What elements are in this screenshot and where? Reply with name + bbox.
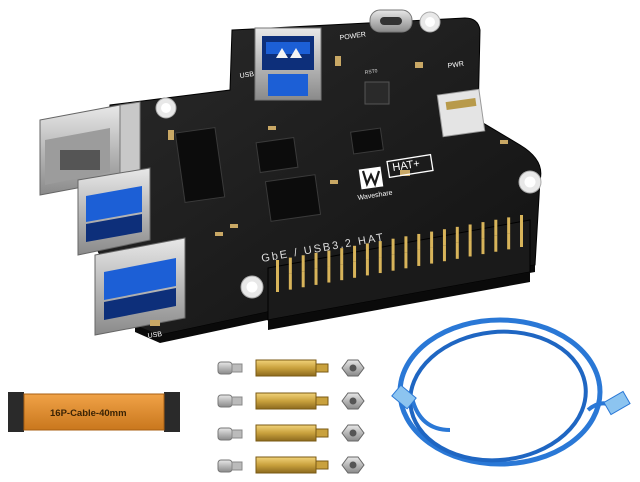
usb3-port-side-2: [94, 237, 186, 336]
screw: [217, 459, 243, 473]
gpio-pin: [276, 276, 279, 292]
ffc-cable-label: 16P-Cable-40mm: [50, 408, 127, 419]
gpio-pin: [288, 257, 292, 274]
gpio-header: [267, 215, 531, 330]
usb3-port-side-1: [77, 167, 151, 256]
hat-label: HAT+: [392, 158, 421, 174]
mounting-hole-top-left: [155, 97, 177, 119]
gpio-pin: [327, 266, 331, 283]
gpio-pin: [442, 229, 446, 246]
screw: [217, 361, 243, 375]
gpio-pin: [353, 261, 357, 278]
smd-components: [150, 56, 508, 326]
usb-label-bottom: USB: [147, 331, 163, 340]
gpio-pin: [301, 271, 305, 288]
gpio-pin: [327, 250, 331, 267]
hex-nut: [341, 392, 365, 410]
brass-standoff: [255, 392, 329, 410]
chip-marking: RST0: [364, 68, 378, 76]
gpio-pin: [378, 241, 382, 258]
gpio-pin: [276, 260, 279, 276]
mounting-hole-bottom-left: [240, 275, 264, 299]
ethernet-cable: [391, 317, 631, 467]
gpio-pin: [314, 268, 318, 285]
rj45-plug-right: [603, 390, 631, 416]
gpio-pin: [340, 248, 344, 265]
gpio-pins: [276, 215, 523, 292]
power-label: POWER: [339, 31, 366, 42]
gpio-pin: [365, 243, 369, 260]
gpio-pin: [468, 240, 472, 257]
nut-set: [341, 359, 365, 474]
gpio-pin: [340, 264, 344, 281]
gpio-pin: [301, 255, 305, 272]
fpc-connector: [436, 88, 486, 138]
screw: [217, 427, 243, 441]
usb-c-port: [369, 9, 413, 33]
gpio-pin: [520, 215, 523, 231]
gpio-pin: [391, 254, 395, 271]
hat-board: Waveshare HAT+ POWER PWR USB USB RST0 Gb…: [39, 9, 542, 343]
gpio-pin: [404, 252, 408, 269]
ethernet-port: [39, 101, 141, 196]
gpio-pin: [417, 249, 421, 266]
gpio-pin: [391, 238, 395, 255]
gpio-pin: [430, 231, 434, 248]
gpio-pin: [430, 247, 434, 264]
usb3-port-top: [254, 27, 322, 101]
screw: [217, 394, 243, 408]
hex-nut: [341, 424, 365, 442]
gpio-pin: [442, 245, 446, 262]
gpio-pin: [494, 219, 498, 236]
gpio-pin: [378, 257, 382, 274]
gbe-chip: [255, 136, 299, 174]
gpio-pin: [404, 236, 408, 253]
brass-standoff: [255, 359, 329, 377]
brass-standoff: [255, 424, 329, 442]
usb-label-top: USB: [239, 71, 255, 80]
gpio-pin: [353, 245, 357, 262]
gpio-pin: [507, 233, 511, 250]
gpio-pin: [481, 238, 485, 255]
gpio-pin: [455, 226, 459, 243]
rj45-plug-left: [391, 384, 417, 410]
ffc-cable: 16P-Cable-40mm: [8, 392, 180, 432]
gpio-pin: [365, 259, 369, 276]
standoff-set: [255, 359, 329, 474]
gpio-pin: [481, 222, 485, 239]
brass-standoff: [255, 456, 329, 474]
usb-hub-chip: [174, 126, 226, 204]
gpio-pin: [417, 233, 421, 250]
pwr-label: PWR: [447, 61, 464, 70]
main-chip: [264, 174, 322, 222]
gpio-pin: [288, 273, 292, 290]
screw-set: [217, 361, 243, 473]
gpio-pin: [468, 224, 472, 241]
hex-nut: [341, 359, 365, 377]
gpio-pin: [455, 242, 459, 259]
mounting-hole-top-right: [419, 11, 441, 33]
gpio-pin: [494, 235, 498, 252]
mounting-hole-right: [518, 170, 542, 194]
pmic-chip: [350, 127, 384, 155]
hex-nut: [341, 456, 365, 474]
gpio-pin: [520, 231, 523, 247]
gpio-pin: [314, 252, 318, 269]
hat-plus-badge: HAT+: [386, 153, 434, 179]
gpio-pin: [507, 217, 511, 234]
inductor: [364, 81, 390, 105]
